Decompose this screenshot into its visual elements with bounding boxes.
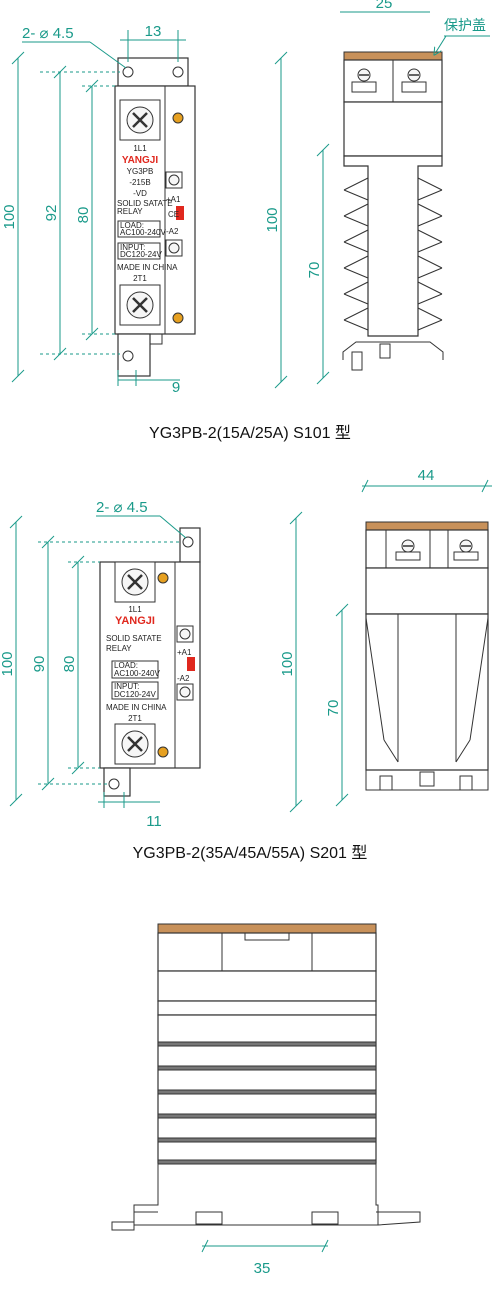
d1-plus-a1: +A1 — [166, 195, 181, 204]
d2-dim-80: 80 — [61, 656, 78, 673]
d2-terminal-bottom-screw-icon — [114, 723, 156, 765]
d2-brand: YANGJI — [115, 615, 155, 627]
d2-hole-top — [182, 536, 194, 548]
d2-bottom-tab — [103, 767, 131, 797]
d2-dimensions: 100 90 80 2- ⌀ 4.5 11 — [0, 499, 187, 830]
d1-label-2t1: 2T1 — [133, 274, 147, 283]
d1-model-line3: -VD — [133, 189, 147, 198]
d2-led-top-icon — [157, 572, 169, 584]
d1-front-view: 1L1 YANGJI YG3PB -215B -VD SOLID SATATE … — [114, 57, 196, 377]
diagram-2: 1L1 YANGJI SOLID SATATE RELAY +A1 -A2 LO… — [0, 467, 492, 862]
d2-made-in: MADE IN CHINA — [106, 703, 167, 712]
d2-dim-11: 11 — [146, 813, 162, 830]
d3-top-housing — [157, 932, 377, 972]
d2-dim-holes: 2- ⌀ 4.5 — [96, 499, 148, 516]
d1-load-line1: LOAD: — [120, 221, 144, 230]
d2-heatsink — [365, 613, 489, 791]
d1-terminal-bottom-screw-icon — [119, 284, 161, 326]
d2-caption: YG3PB-2(35A/45A/55A) S201 型 — [133, 844, 368, 862]
d2-indicator-icon — [187, 657, 195, 671]
d2-cover — [365, 521, 489, 531]
d2-type-line2: RELAY — [106, 644, 132, 653]
d2-front-view: 1L1 YANGJI SOLID SATATE RELAY +A1 -A2 LO… — [99, 527, 201, 797]
d3-cover — [157, 923, 377, 934]
d1-load-line2: AC100-240V — [120, 228, 166, 237]
d1-cover-label: 保护盖 — [444, 18, 486, 34]
d2-label-2t1: 2T1 — [128, 714, 142, 723]
d2-side-screw-left-icon — [395, 539, 421, 561]
d3-dim-35: 35 — [254, 1260, 271, 1277]
d1-heatsink — [342, 155, 444, 371]
d1-ce-mark: CE — [168, 210, 179, 219]
d2-minus-a2: -A2 — [177, 674, 190, 683]
d1-dim-100: 100 — [1, 204, 18, 229]
d1-type-line2: RELAY — [117, 207, 143, 216]
d1-side-view: 100 70 25 保护盖 — [264, 0, 490, 389]
diagram-3: 35 — [111, 923, 421, 1277]
d1-led-bottom-icon — [172, 312, 184, 324]
d3-mid-housing — [157, 970, 377, 1002]
d2-hole-bottom — [108, 778, 120, 790]
d1-caption: YG3PB-2(15A/25A) S101 型 — [149, 424, 351, 442]
d1-model-line1: YG3PB — [127, 167, 154, 176]
d2-side-view: 100 70 44 — [279, 467, 492, 813]
d1-dim-13: 13 — [145, 23, 162, 40]
d3-heatsink-fins — [157, 1014, 377, 1165]
d1-brand: YANGJI — [122, 155, 159, 166]
d1-dim-9: 9 — [172, 379, 180, 396]
d1-side-dim-70: 70 — [306, 262, 323, 279]
d3-rail-clip — [111, 1163, 421, 1231]
d1-hole-bottom — [122, 350, 134, 362]
d2-input-line2: DC120-24V — [114, 690, 156, 699]
d1-input-line1: INPUT: — [120, 243, 145, 252]
d1-type-line1: SOLID SATATE — [117, 199, 173, 208]
d2-type-line1: SOLID SATATE — [106, 634, 162, 643]
d1-side-dim-100: 100 — [264, 207, 281, 232]
d1-dim-80: 80 — [75, 207, 92, 224]
d2-terminal-top-screw-icon — [114, 561, 156, 603]
d2-side-screw-right-icon — [453, 539, 479, 561]
d2-label-1l1: 1L1 — [128, 605, 142, 614]
d2-led-bottom-icon — [157, 746, 169, 758]
d2-input-line1: INPUT: — [114, 682, 139, 691]
d1-terminal-top-screw-icon — [119, 99, 161, 141]
d1-hole-left — [122, 66, 134, 78]
d1-led-top-icon — [172, 112, 184, 124]
d1-dim-25: 25 — [376, 0, 393, 12]
d2-dim-90: 90 — [31, 656, 48, 673]
d2-side-dim-100: 100 — [279, 651, 296, 676]
d2-plus-a1: +A1 — [177, 648, 192, 657]
d3-dimensions: 35 — [201, 1239, 329, 1277]
d1-side-screw-right-icon — [401, 68, 427, 93]
d2-top-tab — [179, 527, 201, 563]
d2-dim-100: 100 — [0, 651, 16, 676]
d1-input-line2: DC120-24V — [120, 250, 162, 259]
d1-cover — [343, 51, 443, 61]
d2-dim-44: 44 — [418, 467, 435, 484]
d2-load-line2: AC100-240V — [114, 669, 160, 678]
d1-hole-right — [172, 66, 184, 78]
d1-minus-a2: -A2 — [166, 227, 179, 236]
d1-label-1l1: 1L1 — [133, 144, 147, 153]
d1-model-line2: -215B — [129, 178, 150, 187]
d1-dimensions: 100 92 80 13 2- ⌀ 4.5 9 — [1, 23, 186, 396]
d1-dim-holes: 2- ⌀ 4.5 — [22, 25, 74, 42]
d1-indicator-icon — [176, 206, 184, 220]
d1-dim-92: 92 — [43, 205, 60, 222]
diagram-1: 1L1 YANGJI YG3PB -215B -VD SOLID SATATE … — [1, 0, 490, 442]
d1-top-tab — [117, 57, 189, 87]
d2-side-dim-70: 70 — [325, 700, 342, 717]
d2-load-line1: LOAD: — [114, 661, 138, 670]
d1-made-in: MADE IN CHINA — [117, 263, 178, 272]
d1-side-screw-left-icon — [351, 68, 377, 93]
